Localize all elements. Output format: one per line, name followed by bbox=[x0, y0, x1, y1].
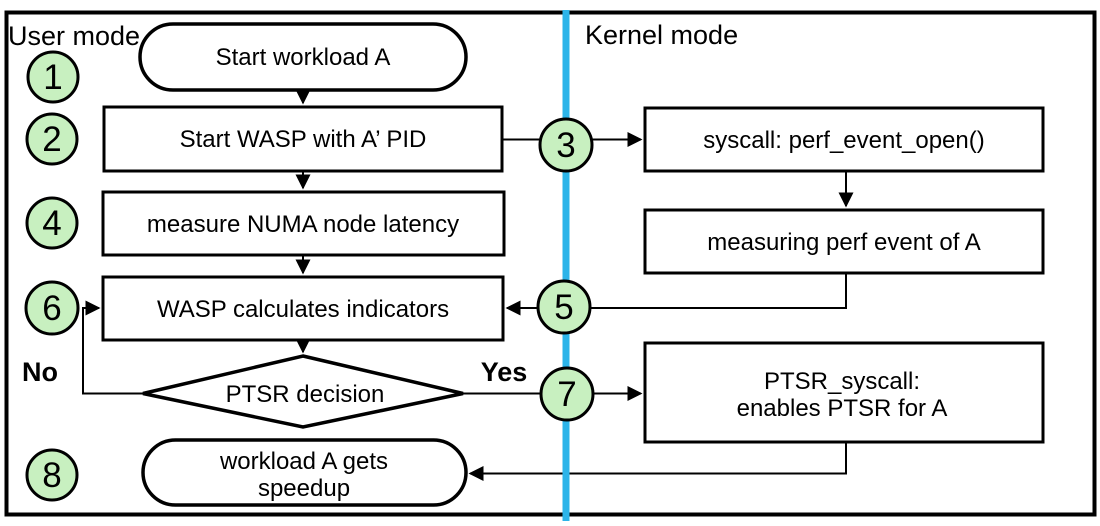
step-badge-3 bbox=[538, 117, 594, 173]
node-start-wasp bbox=[102, 105, 504, 173]
node-ptsr-decision-label: PTSR decision bbox=[226, 381, 385, 408]
step-badge-8 bbox=[25, 448, 79, 502]
connector-measuring-to-calc-arrow bbox=[505, 273, 847, 316]
node-wasp-calculates-label: WASP calculates indicators bbox=[157, 296, 449, 323]
step-badge-1 bbox=[26, 50, 80, 104]
step-badge-8-label: 8 bbox=[42, 456, 61, 495]
node-syscall-open bbox=[643, 106, 1045, 173]
step-badge-5 bbox=[536, 279, 592, 335]
branch-label-yes: Yes bbox=[481, 357, 528, 387]
node-speedup bbox=[141, 438, 468, 507]
step-badge-6-label: 6 bbox=[42, 289, 61, 328]
node-start-workload bbox=[138, 22, 468, 92]
node-ptsr-decision bbox=[142, 354, 464, 429]
branch-label-no: No bbox=[22, 357, 58, 387]
node-speedup-label-line2: speedup bbox=[258, 475, 350, 502]
step-badge-5-label: 5 bbox=[554, 288, 573, 327]
node-speedup-label-line1: workload A gets bbox=[219, 448, 388, 475]
node-start-wasp-label: Start WASP with A’ PID bbox=[180, 126, 427, 153]
region-label-kernel-mode: Kernel mode bbox=[585, 20, 738, 50]
node-measuring-perf-label: measuring perf event of A bbox=[707, 229, 981, 256]
node-ptsr-syscall bbox=[643, 341, 1045, 444]
step-badge-2 bbox=[25, 112, 79, 166]
connector-no-loop-arrow bbox=[82, 300, 143, 395]
step-badge-1-label: 1 bbox=[43, 58, 62, 97]
node-ptsr-syscall-label-line1: PTSR_syscall: bbox=[764, 368, 920, 395]
step-badge-4-label: 4 bbox=[42, 204, 61, 243]
node-wasp-calculates bbox=[101, 275, 505, 342]
node-start-workload-label: Start workload A bbox=[216, 44, 391, 71]
node-syscall-open-label: syscall: perf_event_open() bbox=[703, 127, 984, 154]
step-badge-3-label: 3 bbox=[556, 126, 575, 165]
step-badge-7 bbox=[539, 366, 595, 422]
step-badge-2-label: 2 bbox=[42, 120, 61, 159]
node-measure-numa-label: measure NUMA node latency bbox=[147, 211, 459, 238]
region-label-user-mode: User mode bbox=[8, 21, 140, 51]
step-badge-7-label: 7 bbox=[557, 375, 576, 414]
node-measuring-perf bbox=[643, 208, 1045, 275]
node-ptsr-syscall-label-line2: enables PTSR for A bbox=[737, 395, 948, 422]
connector-ptsr-to-speedup-arrow bbox=[468, 442, 847, 481]
step-badge-6 bbox=[24, 280, 80, 336]
step-badge-4 bbox=[25, 196, 79, 250]
node-measure-numa bbox=[101, 190, 506, 257]
